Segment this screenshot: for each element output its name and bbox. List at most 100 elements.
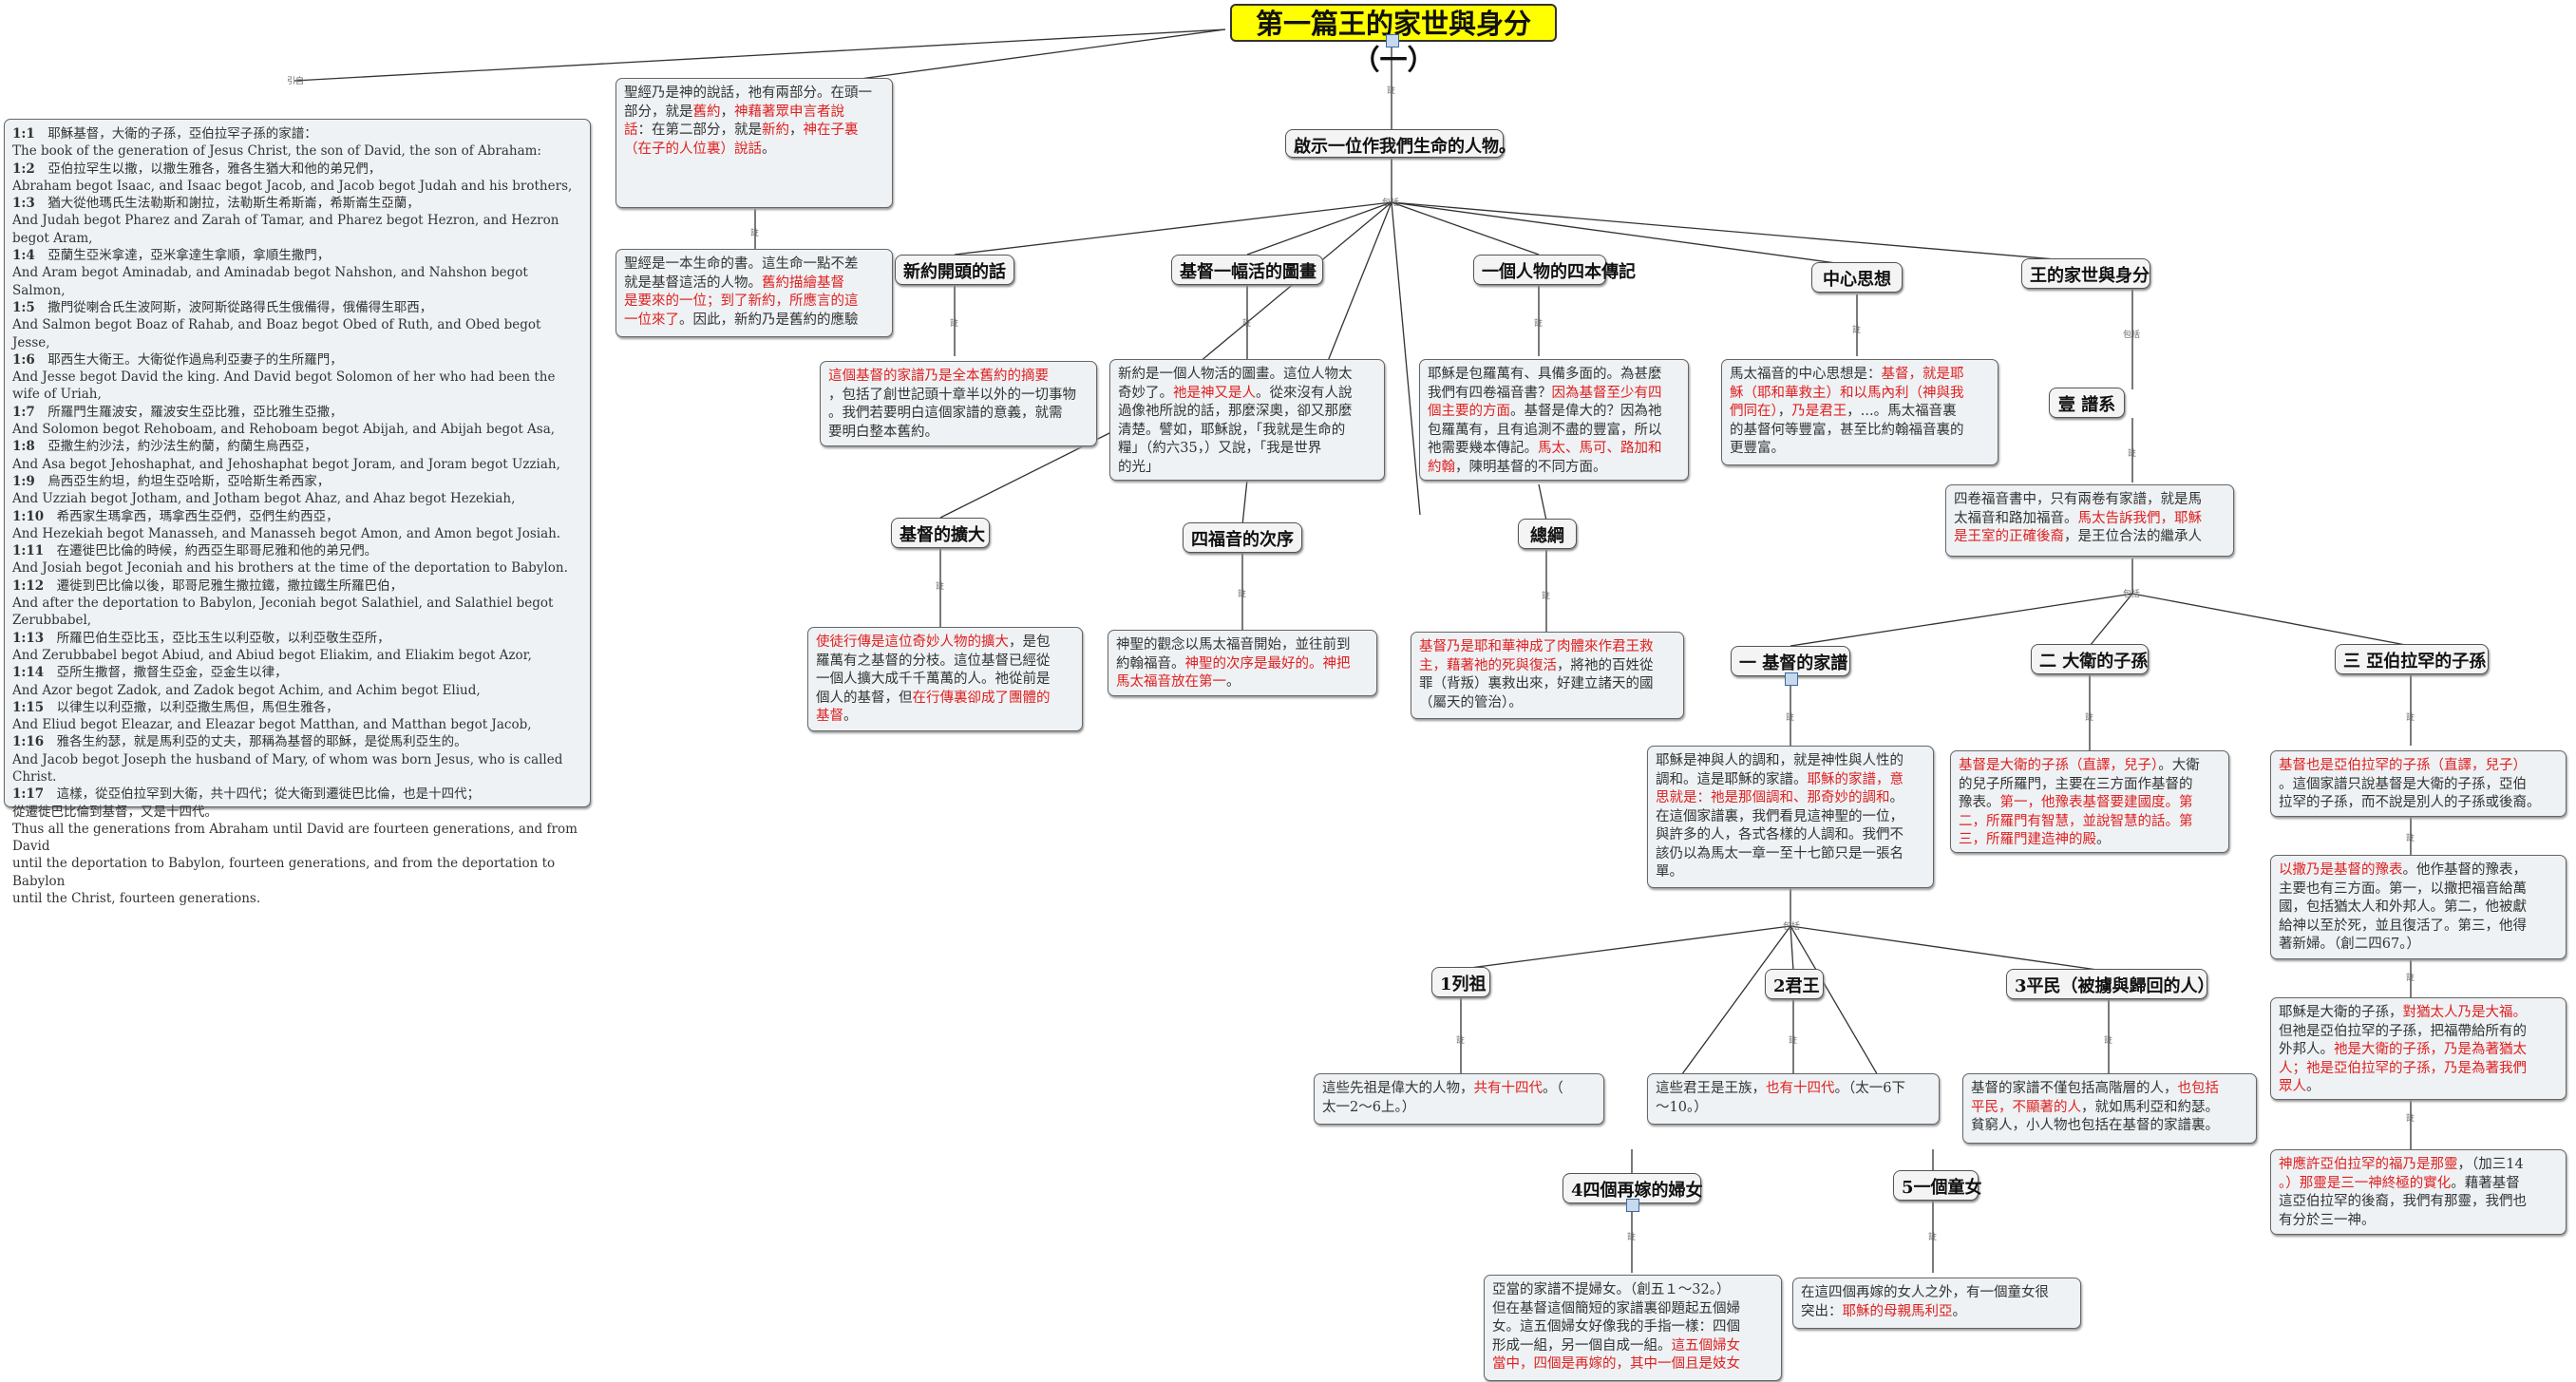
scripture-line: 1:4 亞蘭生亞米拿達，亞米拿達生拿順，拿順生撒門， [12, 247, 582, 264]
topic-commoners[interactable]: 3平民（被擄與歸回的人） [2006, 969, 2215, 999]
note-four-gospels: 四卷福音書中，只有兩卷有家譜，就是馬太福音和路加福音。馬太告訴我們，耶穌 是王室… [1945, 484, 2234, 557]
verse-text: 以律生以利亞撒，以利亞撒生馬但，馬但生雅各， [56, 699, 339, 715]
label-zhu: 註 [1789, 1036, 1798, 1046]
note-women: 亞當的家譜不提婦女。（創五１～32。）但在基督這個簡短的家譜裏卻題起五個婦女。這… [1484, 1275, 1782, 1381]
verse-text: And Salmon begot Boaz of Rahab, and Boaz… [12, 317, 541, 350]
label-zhu: 註 [2406, 974, 2415, 983]
label-zhu: 註 [2406, 1114, 2415, 1124]
topic-women[interactable]: 4四個再嫁的婦女 [1563, 1173, 1703, 1203]
scripture-line: 從遷徙巴比倫到基督，又是十四代。 [12, 804, 582, 821]
verse-number: 1:9 [12, 473, 35, 489]
verse-text: And Uzziah begot Jotham, and Jotham bego… [12, 491, 516, 507]
note-genealogy-book: 這個基督的家譜乃是全本舊約的摘要，包括了創世記頭十章半以外的一切事物。我們若要明… [820, 361, 1097, 446]
verse-text: 在遷徙巴比倫的時候，約西亞生耶哥尼雅和他的弟兄們。 [56, 543, 378, 559]
topic-virgin[interactable]: 5一個童女 [1893, 1170, 1982, 1201]
note-g3-3: 耶穌是大衛的子孫，對猶太人乃是大福。 但祂是亞伯拉罕的子孫，把福帶給所有的外邦人… [2270, 997, 2567, 1100]
verse-text: And Hezekiah begot Manasseh, and Manasse… [12, 525, 561, 541]
verse-text: And after the deportation to Babylon, Je… [12, 596, 554, 629]
label-zhu: 註 [1786, 713, 1795, 723]
verse-text: 遷徙到巴比倫以後，耶哥尼雅生撒拉鐵，撒拉鐵生所羅巴伯， [56, 577, 404, 594]
topic-order[interactable]: 四福音的次序 [1183, 522, 1302, 553]
scripture-line: The book of the generation of Jesus Chri… [12, 142, 582, 160]
verse-text: 烏西亞生約坦，約坦生亞哈斯，亞哈斯生希西家， [47, 473, 331, 489]
verse-text: And Azor begot Zadok, and Zadok begot Ac… [12, 682, 481, 698]
verse-number: 1:4 [12, 248, 35, 264]
verse-text: And Jacob begot Joseph the husband of Ma… [12, 751, 563, 785]
verse-text: 耶穌基督，大衛的子孫，亞伯拉罕子孫的家譜： [47, 126, 317, 142]
topic-center[interactable]: 中心思想 [1811, 262, 1903, 293]
verse-text: And Zerubbabel begot Abiud, and Abiud be… [12, 647, 532, 663]
verse-number: 1:8 [12, 439, 35, 455]
topic-kings[interactable]: 2君王 [1765, 969, 1824, 999]
scripture-line: And Hezekiah begot Manasseh, and Manasse… [12, 525, 582, 542]
scripture-line: 1:6 耶西生大衛王。大衛從作過烏利亞妻子的生所羅門， [12, 351, 582, 369]
verse-text: 亞撒生約沙法，約沙法生約蘭，約蘭生烏西亞， [47, 439, 317, 455]
label-baokuo: 包括 [2123, 590, 2141, 599]
note-pin-icon[interactable] [1626, 1199, 1639, 1212]
verse-text: 這樣，從亞伯拉罕到大衛，共十四代；從大衛到遷徙巴比倫，也是十四代； [56, 786, 481, 803]
scripture-matthew-1-box: 1:1 耶穌基督，大衛的子孫，亞伯拉罕子孫的家譜：The book of the… [4, 119, 591, 906]
topic-king-family[interactable]: 王的家世與身分 [2021, 258, 2150, 289]
verse-text: 猶大從他瑪氏生法勒斯和謝拉，法勒斯生希斯崙，希斯崙生亞蘭， [47, 196, 420, 212]
verse-text: 亞蘭生亞米拿達，亞米拿達生拿順，拿順生撒門， [47, 248, 331, 264]
note-kings: 這些君王是王族，也有十四代。（太一6下～10。） [1647, 1073, 1940, 1125]
label-zhu: 註 [2406, 713, 2415, 723]
topic-main[interactable]: 啟示一位作我們生命的人物。 [1285, 129, 1516, 158]
note-g3-1: 基督也是亞伯拉罕的子孫（直譯，兒子）。這個家譜只說基督是大衛的子孫，亞伯拉罕的子… [2270, 750, 2567, 817]
topic-expansion[interactable]: 基督的擴大 [891, 518, 990, 548]
note-g2: 基督是大衛的子孫（直譯，兒子）。大衛 的兒子所羅門，主要在三方面作基督的豫表。第… [1950, 750, 2229, 853]
verse-number: 1:12 [12, 577, 45, 594]
scripture-line: 1:11 在遷徙巴比倫的時候，約西亞生耶哥尼雅和他的弟兄們。 [12, 542, 582, 559]
topic-new-first-word[interactable]: 新約開頭的話 [895, 255, 1014, 285]
scripture-line: And Salmon begot Boaz of Rahab, and Boaz… [12, 316, 582, 351]
verse-text: Thus all the generations from Abraham un… [12, 821, 578, 855]
topic-ancestors[interactable]: 1列祖 [1431, 967, 1490, 997]
verse-text: And Judah begot Pharez and Zarah of Tama… [12, 213, 559, 246]
topic-g3[interactable]: 三 亞伯拉罕的子孫 [2335, 644, 2489, 674]
label-zhu: 註 [1387, 86, 1396, 96]
scripture-line: And Asa begot Jehoshaphat, and Jehoshaph… [12, 456, 582, 473]
note-pin-icon[interactable] [1785, 672, 1798, 686]
scripture-line: until the Christ, fourteen generations. [12, 890, 582, 907]
note-g3-2: 以撒乃是基督的豫表。他作基督的豫表， 主要也有三方面。第一，以撒把福音給萬國，包… [2270, 855, 2567, 959]
scripture-line: 1:10 希西家生瑪拿西，瑪拿西生亞們，亞們生約西亞， [12, 508, 582, 525]
verse-number: 1:16 [12, 734, 45, 750]
verse-text: 所羅門生羅波安，羅波安生亞比雅，亞比雅生亞撒， [47, 404, 343, 420]
verse-number: 1:5 [12, 299, 35, 315]
label-baokuo: 包括 [1783, 922, 1801, 932]
verse-number: 1:2 [12, 161, 35, 177]
verse-number: 1:14 [12, 665, 45, 681]
verse-number: 1:15 [12, 699, 45, 715]
map-title[interactable]: 第一篇王的家世與身分（一） [1230, 4, 1557, 76]
label-zhu: 註 [2406, 834, 2415, 843]
topic-g1[interactable]: 一 基督的家譜 [1731, 646, 1850, 676]
label-baokuo: 包括 [1382, 199, 1400, 208]
verse-text: 從遷徙巴比倫到基督，又是十四代。 [12, 804, 218, 820]
verse-text: 所羅巴伯生亞比玉，亞比玉生以利亞敬，以利亞敬生亞所， [56, 630, 390, 646]
label-zhu: 註 [1534, 319, 1544, 329]
label-zhu: 註 [936, 582, 945, 592]
verse-text: 雅各生約瑟，就是馬利亞的丈夫，那稱為基督的耶穌，是從馬利亞生的。 [56, 734, 467, 750]
note-order: 神聖的觀念以馬太福音開始，並往前到約翰福音。神聖的次序是最好的。神把 馬太福音放… [1108, 630, 1377, 696]
topic-four-bio[interactable]: 一個人物的四本傳記 [1473, 255, 1636, 285]
scripture-line: 1:15 以律生以利亞撒，以利亞撒生馬但，馬但生雅各， [12, 699, 582, 716]
scripture-line: And Jesse begot David the king. And Davi… [12, 369, 582, 404]
label-zhu: 註 [1928, 1233, 1938, 1242]
topic-genealogy[interactable]: 壹 譜系 [2049, 388, 2125, 418]
verse-text: And Jesse begot David the king. And Davi… [12, 369, 556, 403]
verse-text: And Aram begot Aminadab, and Aminadab be… [12, 265, 528, 298]
topic-g2[interactable]: 二 大衛的子孫 [2031, 644, 2149, 674]
label-zhu: 註 [2104, 1036, 2113, 1046]
topic-portrait[interactable]: 基督一幅活的圖畫 [1171, 255, 1323, 285]
scripture-line: And Josiah begot Jeconiah and his brothe… [12, 559, 582, 577]
topic-summary[interactable]: 總綱 [1518, 519, 1577, 549]
verse-text: 撒門從喇合氏生波阿斯，波阿斯從路得氏生俄備得，俄備得生耶西， [47, 299, 433, 315]
note-virgin: 在這四個再嫁的女人之外，有一個童女很突出：耶穌的母親馬利亞。 [1792, 1278, 2081, 1329]
note-summary: 基督乃是耶和華神成了肉體來作君王救主，藉著祂的死與復活，將祂的百姓從 罪（背叛）… [1411, 632, 1684, 719]
verse-text: And Eliud begot Eleazar, and Eleazar beg… [12, 717, 532, 733]
scripture-line: 1:13 所羅巴伯生亞比玉，亞比玉生以利亞敬，以利亞敬生亞所， [12, 630, 582, 647]
note-pin-icon[interactable] [1386, 34, 1399, 47]
verse-text: 耶西生大衛王。大衛從作過烏利亞妻子的生所羅門， [47, 351, 343, 368]
note-ancestors: 這些先祖是偉大的人物，共有十四代。（太一2～6上。） [1314, 1073, 1604, 1125]
